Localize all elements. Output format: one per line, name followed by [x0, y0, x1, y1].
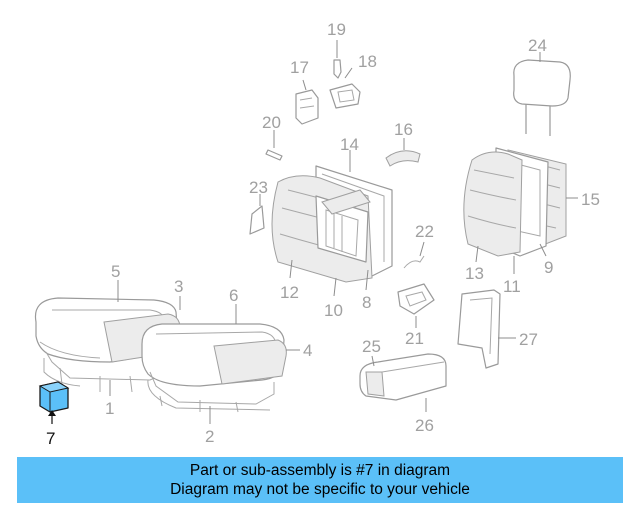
callout-14: 14: [340, 135, 359, 154]
callout-26: 26: [415, 416, 434, 435]
part-24-headrest: [513, 52, 571, 136]
part-26-armrest: [359, 353, 447, 412]
callout-21: 21: [405, 329, 424, 348]
part-7-highlighted[interactable]: [38, 381, 70, 424]
parts-diagram: 19 18 17 24 20 16 14 23 15 22 9 13 11 12…: [34, 20, 600, 448]
callout-27: 27: [519, 330, 538, 349]
callout-6: 6: [229, 286, 238, 305]
center-seatback: [271, 150, 393, 297]
callout-20: 20: [262, 113, 281, 132]
part-16-trim: [385, 138, 421, 167]
part-22-hook: [403, 241, 425, 269]
callout-12: 12: [280, 283, 299, 302]
callout-19: 19: [327, 20, 346, 39]
part-18-bracket: [329, 67, 361, 109]
callout-17: 17: [290, 58, 309, 77]
banner-line-1: Part or sub-assembly is #7 in diagram: [189, 462, 451, 479]
callout-22: 22: [415, 222, 434, 241]
callout-25: 25: [362, 337, 381, 356]
callout-10: 10: [324, 301, 343, 320]
callout-9: 9: [544, 258, 553, 277]
part-17-latch: [295, 79, 319, 125]
callout-2: 2: [205, 427, 214, 446]
callout-7-highlighted: 7: [46, 429, 55, 448]
part-19-clip: [333, 40, 342, 79]
part-23-bracket: [249, 194, 265, 235]
callout-15: 15: [581, 190, 600, 209]
banner-line-2: Diagram may not be specific to your vehi…: [170, 481, 470, 498]
callout-13: 13: [465, 264, 484, 283]
callout-18: 18: [358, 52, 377, 71]
right-seat-cushion: [141, 304, 300, 424]
right-seatback: [463, 147, 578, 274]
callout-8: 8: [362, 293, 371, 312]
callout-16: 16: [394, 120, 413, 139]
part-20-pin: [265, 130, 283, 161]
callout-1: 1: [105, 399, 114, 418]
part-27-panel: [457, 289, 516, 369]
callout-11: 11: [503, 277, 521, 296]
info-banner: Part or sub-assembly is #7 in diagram Di…: [17, 457, 623, 503]
part-21-hinge: [397, 283, 435, 328]
callout-4: 4: [303, 341, 312, 360]
callout-23: 23: [249, 178, 268, 197]
callout-3: 3: [174, 277, 183, 296]
callout-24: 24: [528, 36, 547, 55]
callout-5: 5: [111, 262, 120, 281]
